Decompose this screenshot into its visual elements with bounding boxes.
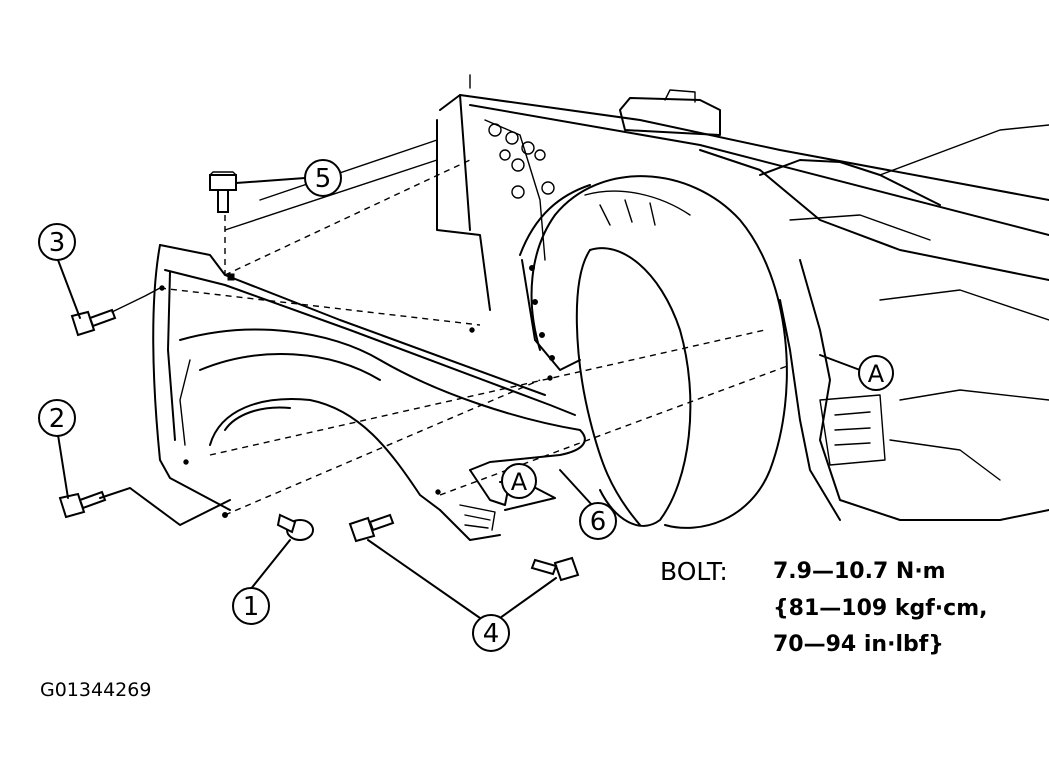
leader-lines — [57, 177, 861, 619]
clip-1 — [276, 513, 314, 541]
bolt-4-left — [348, 513, 395, 543]
callout-4: 4 — [472, 614, 510, 652]
callout-4-label: 4 — [483, 619, 500, 649]
vehicle-body-structure — [436, 74, 1049, 521]
callout-2: 2 — [38, 399, 76, 437]
callout-a-fender: A — [501, 463, 537, 499]
alignment-lines — [159, 139, 791, 516]
torque-spec-kgf-cm: {81—109 kgf·cm, — [773, 596, 988, 621]
fasteners — [58, 171, 580, 582]
bolt-2 — [58, 490, 107, 519]
torque-spec-label: BOLT: — [660, 557, 728, 586]
figure-id: G01344269 — [40, 679, 152, 701]
callout-6: 6 — [579, 502, 617, 540]
torque-spec-newton-meters: 7.9—10.7 N·m — [773, 559, 946, 584]
callout-a-body-label: A — [868, 360, 885, 388]
callout-1-label: 1 — [243, 592, 260, 622]
callout-a-fender-label: A — [511, 468, 528, 496]
torque-spec-in-lbf: 70—94 in·lbf} — [773, 632, 944, 657]
callout-5: 5 — [304, 159, 342, 197]
bolt-3 — [70, 308, 117, 337]
callouts: 1 2 3 4 5 6 A — [38, 159, 894, 652]
callout-2-label: 2 — [49, 404, 66, 434]
callout-3-label: 3 — [49, 228, 66, 258]
bolt-5 — [209, 171, 237, 213]
bolt-4-right — [530, 556, 580, 582]
callout-a-body: A — [858, 355, 894, 391]
callout-3: 3 — [38, 223, 76, 261]
callout-5-label: 5 — [315, 164, 332, 194]
callout-1: 1 — [232, 587, 270, 625]
wheel-and-tire — [519, 175, 788, 529]
callout-6-label: 6 — [590, 507, 607, 537]
